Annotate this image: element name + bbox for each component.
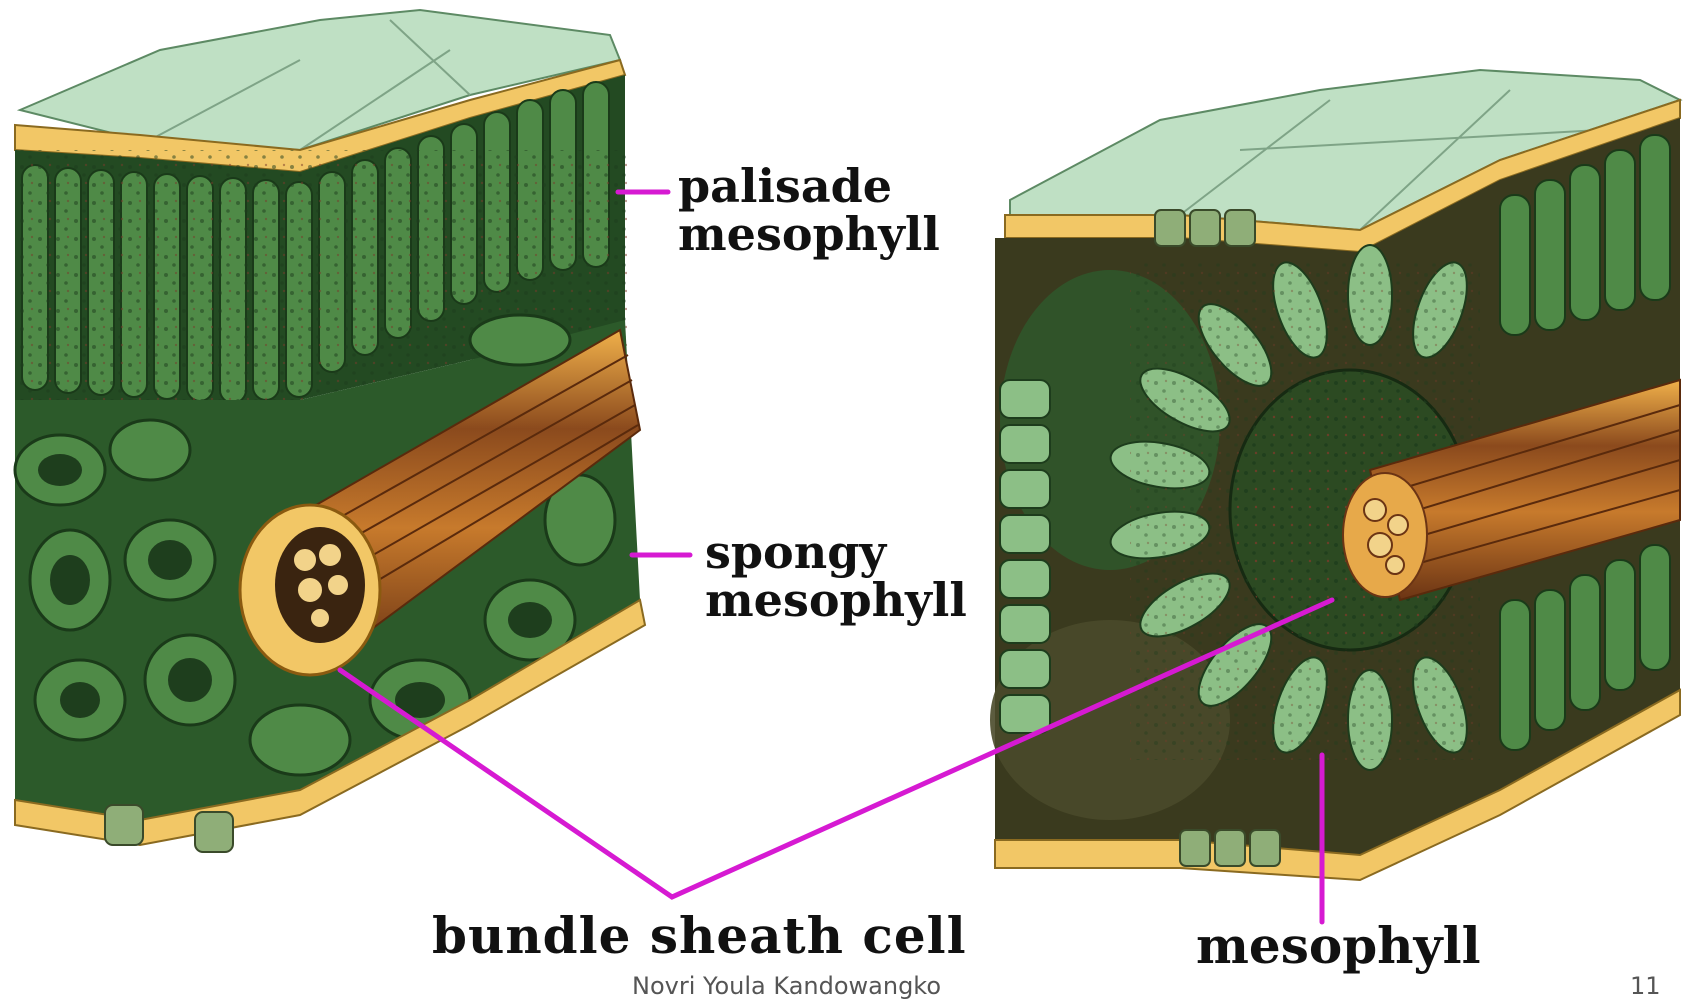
palisade-label-line1: palisade: [678, 162, 940, 210]
footer-author: Novri Youla Kandowangko: [632, 972, 941, 1000]
spongy-label-line2: mesophyll: [705, 576, 967, 624]
c3-leaf-block: [15, 10, 645, 852]
page-number: 11: [1630, 972, 1661, 1000]
palisade-mesophyll-label: palisade mesophyll: [678, 162, 940, 259]
spongy-label-line1: spongy: [705, 528, 967, 576]
bundle-sheath-cell-label: bundle sheath cell: [432, 910, 967, 963]
c4-leaf-block: [990, 70, 1680, 880]
mesophyll-label: mesophyll: [1196, 920, 1481, 973]
spongy-mesophyll-label: spongy mesophyll: [705, 528, 967, 625]
palisade-label-line2: mesophyll: [678, 210, 940, 258]
